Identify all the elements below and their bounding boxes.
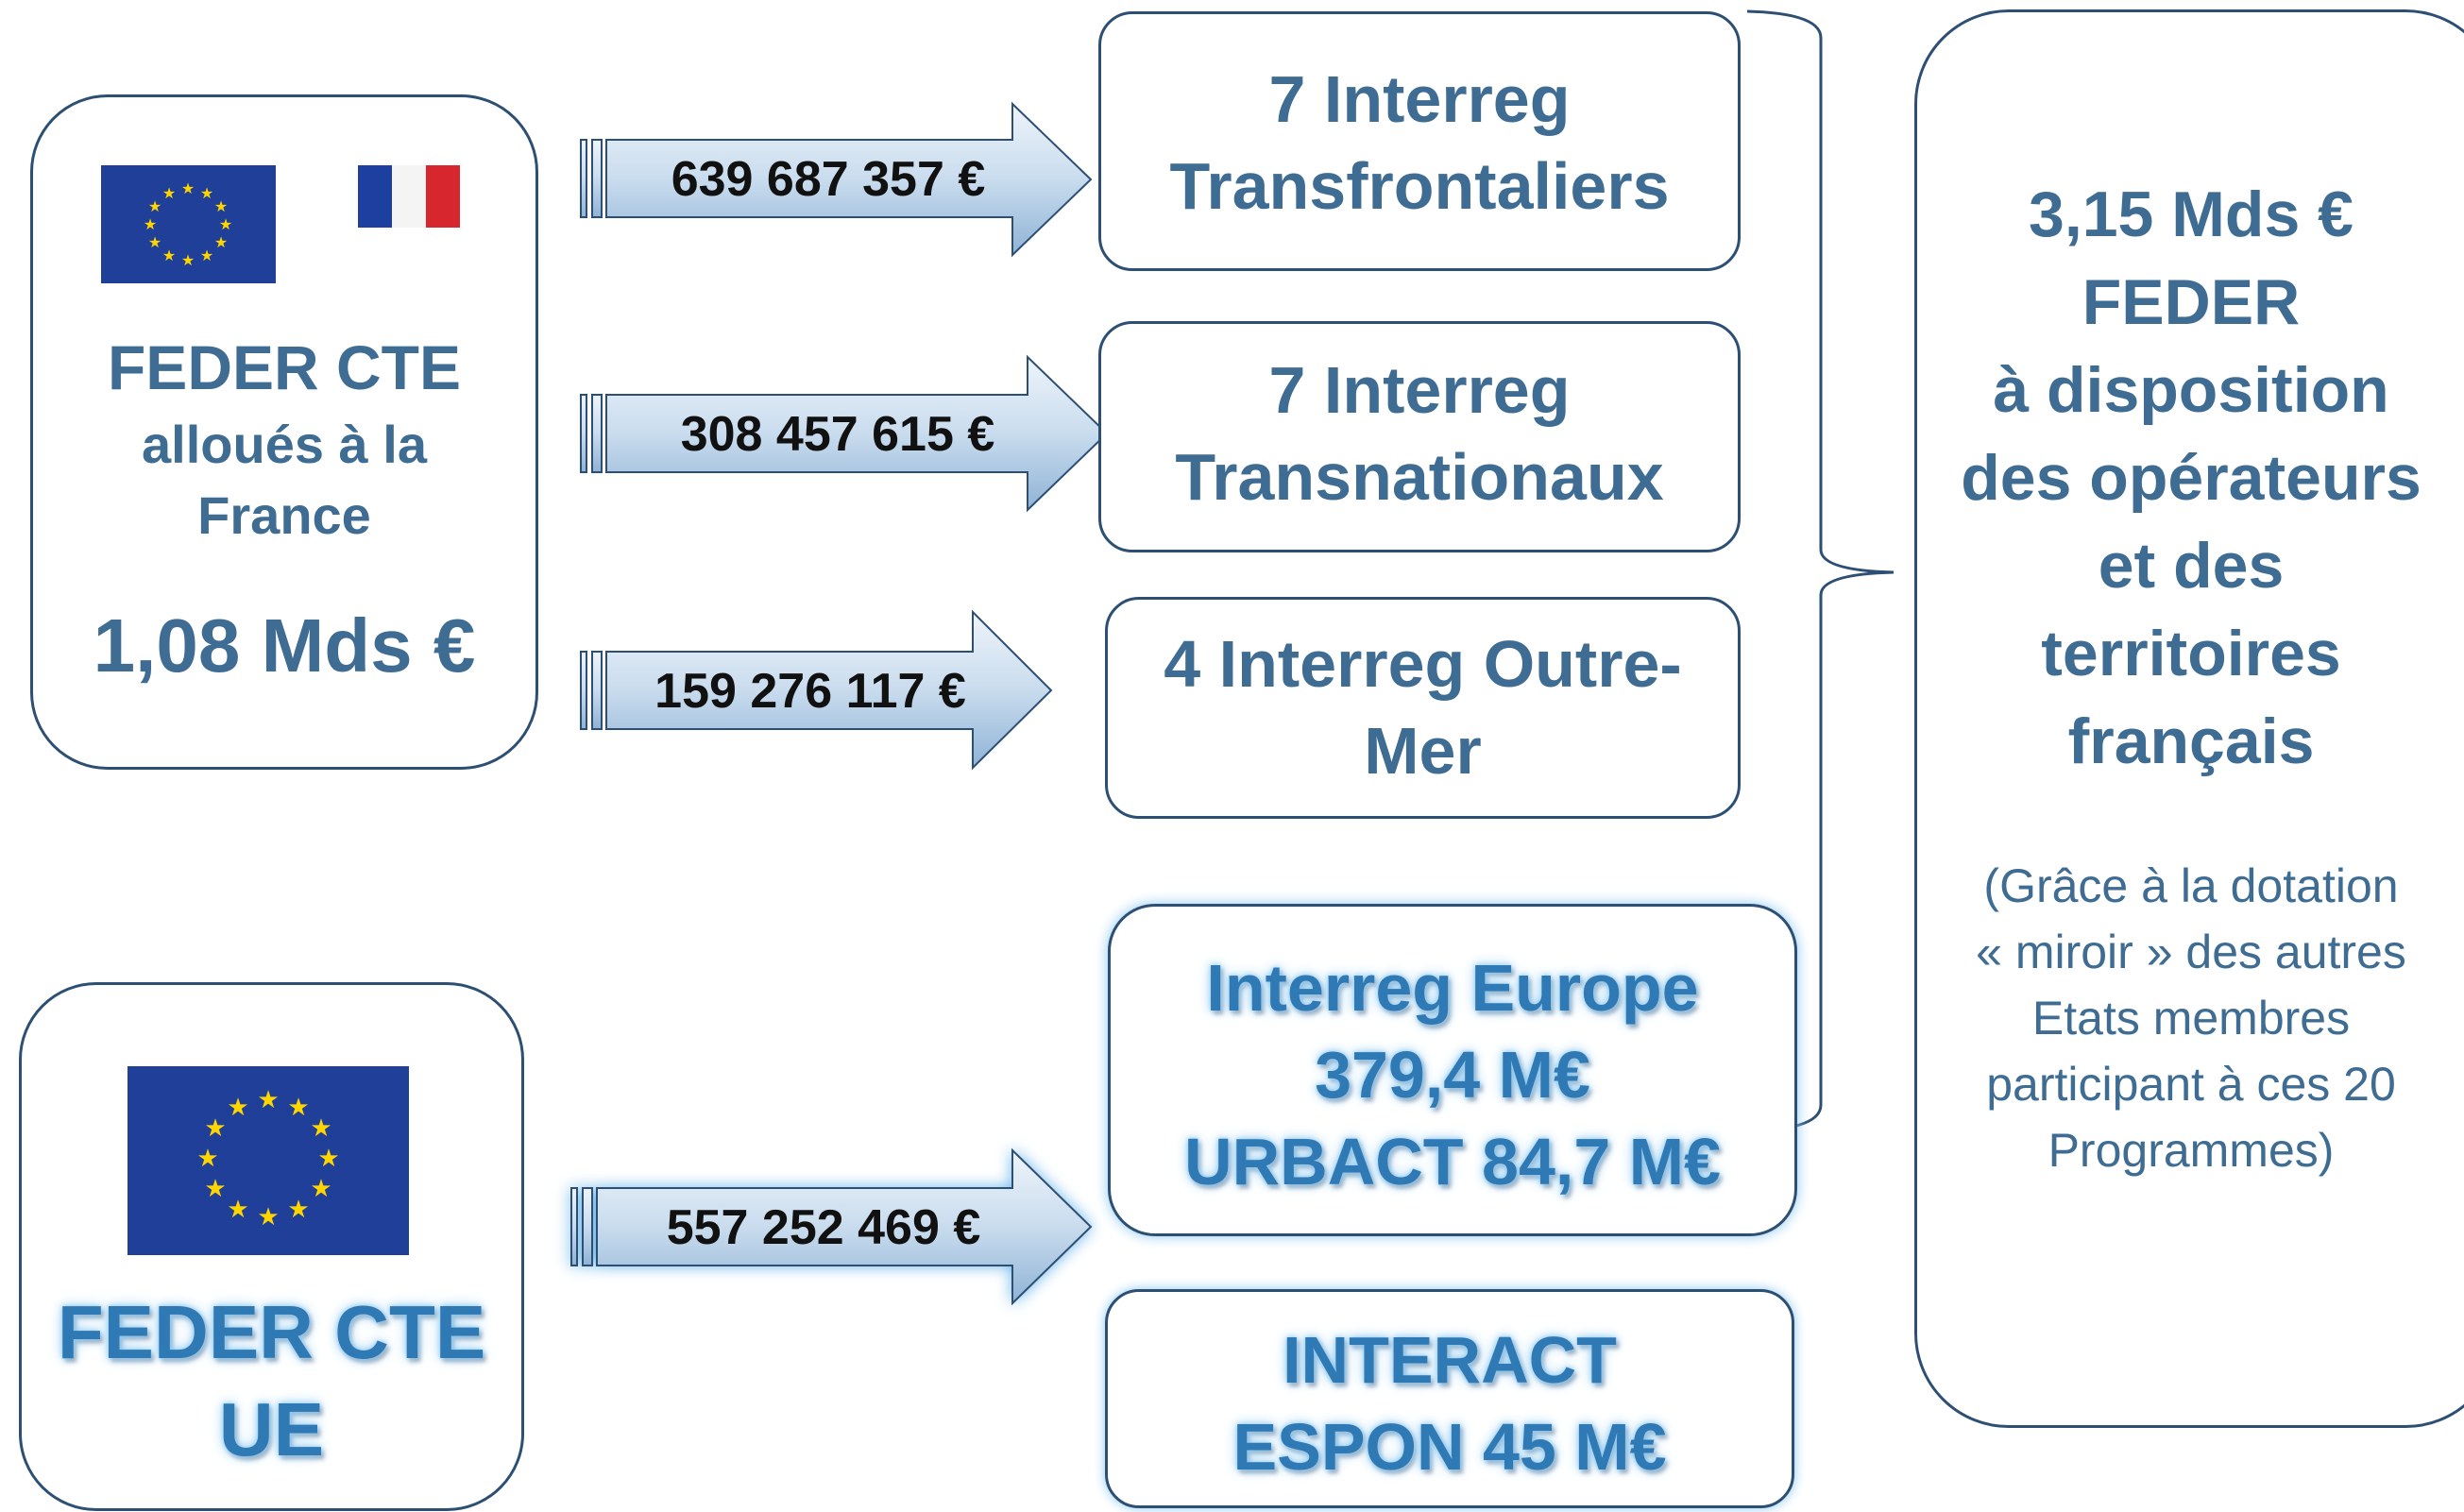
summary-line-6: territoires <box>2041 618 2341 689</box>
arrow-3-label: 159 276 117 € <box>654 664 966 719</box>
svg-text:★: ★ <box>181 251 195 269</box>
svg-text:★: ★ <box>196 1145 218 1173</box>
summary-line-5: et des <box>2098 530 2285 602</box>
svg-text:★: ★ <box>219 215 232 233</box>
svg-text:★: ★ <box>148 233 161 251</box>
program-5-line-2: ESPON 45 M€ <box>1232 1410 1667 1484</box>
program-4-line-2: 379,4 M€ <box>1315 1038 1590 1112</box>
program-box-transnationaux: 7 Interreg Transnationaux <box>1098 321 1741 552</box>
svg-text:★: ★ <box>200 246 213 264</box>
svg-text:★: ★ <box>181 179 195 197</box>
summary-line-7: français <box>2067 705 2315 777</box>
arrow-1-shape <box>580 101 1093 258</box>
svg-text:★: ★ <box>144 215 157 233</box>
svg-text:★: ★ <box>227 1094 248 1122</box>
feder-sub-line-2: France <box>197 485 371 545</box>
svg-text:★: ★ <box>200 184 213 202</box>
summary-note-3: Etats membres <box>2031 992 2351 1045</box>
arrow-1-label: 639 687 357 € <box>671 152 986 207</box>
feder-sub-line-1: alloués à la <box>142 415 427 474</box>
program-2-line-2: Transnationaux <box>1175 440 1664 514</box>
arrow-2-shape <box>580 354 1109 513</box>
svg-text:★: ★ <box>204 1175 226 1203</box>
program-3-line-2: Mer <box>1364 714 1482 788</box>
program-box-interreg-europe: Interreg Europe 379,4 M€ URBACT 84,7 M€ <box>1108 904 1797 1236</box>
brace-connector <box>1746 9 1895 1133</box>
program-5-line-1: INTERACT <box>1283 1323 1617 1397</box>
summary-note-4: participant à ces 20 <box>1986 1058 2396 1111</box>
svg-text:★: ★ <box>227 1196 248 1224</box>
program-box-outre-mer: 4 Interreg Outre- Mer <box>1105 597 1741 819</box>
arrow-4-shape <box>570 1147 1093 1306</box>
eu-flag-large-icon: ★★★ ★★★ ★★★ ★★★ <box>127 1066 409 1255</box>
feder-cte-ue-box: ★★★ ★★★ ★★★ ★★★ FEDER CTE UE <box>19 982 524 1511</box>
svg-text:★: ★ <box>204 1114 226 1143</box>
program-1-line-2: Transfrontaliers <box>1169 149 1670 223</box>
svg-text:★: ★ <box>310 1114 331 1143</box>
summary-note-1: (Grâce à la dotation <box>1983 859 2399 912</box>
summary-note-5: Programmes) <box>2048 1124 2335 1177</box>
program-1-line-1: 7 Interreg <box>1268 62 1571 136</box>
program-4-line-1: Interreg Europe <box>1206 951 1699 1025</box>
summary-line-3: à disposition <box>1993 354 2389 426</box>
feder-cte-title: FEDER CTE <box>107 332 462 402</box>
eu-flag-icon: ★★★ ★★★ ★★★ ★★★ <box>101 165 276 283</box>
svg-text:★: ★ <box>162 184 176 202</box>
feder-amount: 1,08 Mds € <box>93 603 476 688</box>
feder-ue-line-2: UE <box>218 1387 325 1471</box>
arrow-4-label: 557 252 469 € <box>666 1200 981 1255</box>
svg-text:★: ★ <box>214 233 228 251</box>
feder-cte-france-box: ★★★ ★★★ ★★★ ★★★ FEDER CTE alloués à la F… <box>30 94 538 770</box>
svg-text:★: ★ <box>257 1086 279 1114</box>
svg-text:★: ★ <box>148 197 161 215</box>
arrow-3-shape <box>580 609 1053 771</box>
summary-line-1: 3,15 Mds € <box>2029 178 2354 250</box>
summary-note-2: « miroir » des autres <box>1976 926 2406 978</box>
svg-text:★: ★ <box>287 1196 309 1224</box>
summary-line-4: des opérateurs <box>1961 442 2422 514</box>
svg-text:★: ★ <box>214 197 228 215</box>
france-flag-icon <box>358 165 460 228</box>
arrow-2-label: 308 457 615 € <box>680 407 995 462</box>
feder-ue-line-1: FEDER CTE <box>57 1290 486 1374</box>
svg-text:★: ★ <box>162 246 176 264</box>
program-box-transfrontaliers: 7 Interreg Transfrontaliers <box>1098 11 1741 271</box>
program-2-line-1: 7 Interreg <box>1268 353 1571 427</box>
program-3-line-1: 4 Interreg Outre- <box>1164 627 1682 701</box>
summary-line-2: FEDER <box>2082 266 2301 338</box>
summary-box: 3,15 Mds € FEDER à disposition des opéra… <box>1914 9 2464 1428</box>
program-4-line-3: URBACT 84,7 M€ <box>1184 1125 1721 1198</box>
program-box-interact-espon: INTERACT ESPON 45 M€ <box>1105 1289 1794 1508</box>
svg-text:★: ★ <box>310 1175 331 1203</box>
svg-text:★: ★ <box>257 1203 279 1232</box>
svg-text:★: ★ <box>317 1145 339 1173</box>
svg-text:★: ★ <box>287 1094 309 1122</box>
